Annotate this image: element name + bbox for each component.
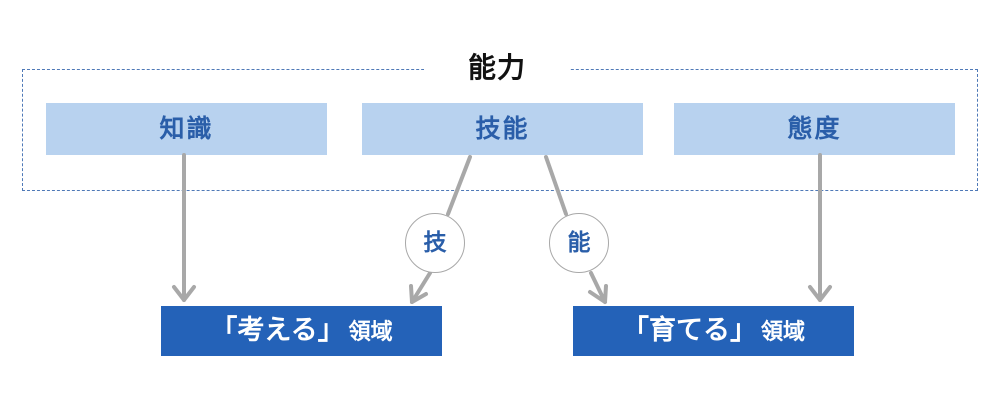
- nou-circle: 能: [549, 213, 609, 273]
- grow-domain-suffix: 領域: [760, 320, 805, 345]
- think-domain-box: 「考える」領域: [161, 306, 442, 356]
- arrow-skill-to-think: [409, 155, 472, 304]
- grow-domain-label: 「育てる」: [621, 315, 757, 346]
- arrow-skill-to-grow: [544, 155, 608, 304]
- skill-box: 技能: [362, 103, 643, 155]
- arrow-knowledge-to-think: [172, 153, 196, 302]
- grow-domain-box: 「育てる」領域: [573, 306, 854, 356]
- think-domain-suffix: 領域: [348, 320, 393, 345]
- waza-circle: 技: [405, 213, 465, 273]
- think-domain-label: 「考える」: [210, 315, 345, 346]
- ability-title: 能力: [424, 46, 570, 90]
- knowledge-box: 知識: [46, 103, 327, 155]
- arrow-attitude-to-grow: [808, 153, 832, 302]
- attitude-box: 態度: [674, 103, 955, 155]
